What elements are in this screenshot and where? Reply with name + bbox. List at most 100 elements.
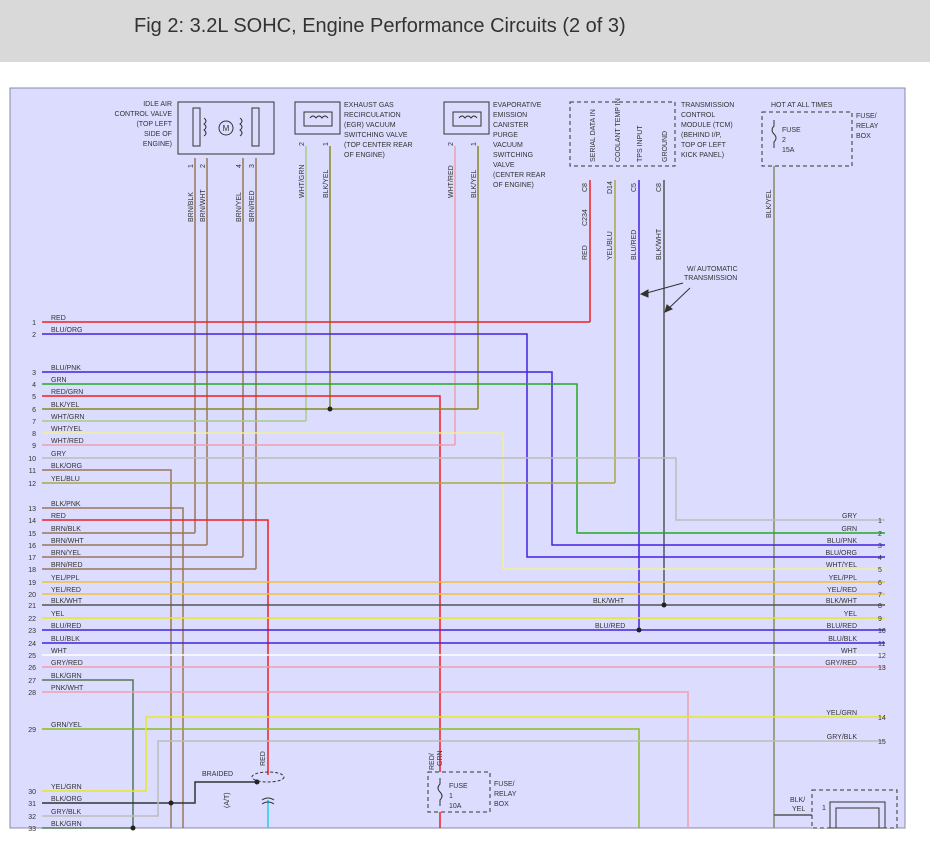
tcm-pin-coolant: COOLANT TEMP IN bbox=[615, 98, 622, 162]
motor-icon bbox=[218, 120, 234, 136]
left-wire-label-11: BLK/ORG bbox=[51, 463, 82, 470]
egr-vacuum-switching-valve: EXHAUST GAS RECIRCULATION (EGR) VACUUM S… bbox=[294, 101, 413, 159]
left-pin-10: 10 bbox=[28, 456, 36, 463]
tcm-pin-serial: SERIAL DATA IN bbox=[590, 109, 597, 162]
evap-label-3: CANISTER bbox=[493, 122, 528, 129]
left-pin-32: 32 bbox=[28, 814, 36, 821]
left-wire-label-21: BLK/WHT bbox=[51, 598, 83, 605]
wire-layer bbox=[42, 146, 885, 829]
right-pin-6: 6 bbox=[878, 580, 882, 587]
transmission-control-module: TRANSMISSION CONTROL MODULE (TCM) (BEHIN… bbox=[569, 98, 734, 226]
egr-label-6: OF ENGINE) bbox=[344, 152, 385, 159]
left-wire-label-30: YEL/GRN bbox=[51, 784, 82, 791]
iac-label-1: IDLE AIR bbox=[143, 101, 172, 108]
left-pin-24: 24 bbox=[28, 641, 36, 648]
left-wire-label-12: YEL/BLU bbox=[51, 476, 80, 483]
left-wire-label-8: WHT/YEL bbox=[51, 426, 82, 433]
left-pin-33: 33 bbox=[28, 826, 36, 833]
evap-pin-1: 1 bbox=[471, 142, 478, 146]
left-wire-label-16: BRN/WHT bbox=[51, 538, 84, 545]
left-pin-7: 7 bbox=[32, 419, 36, 426]
left-pin-2: 2 bbox=[32, 332, 36, 339]
fuse-top-box-1: FUSE/ bbox=[856, 113, 877, 120]
iac-wire-label-4: BRN/RED bbox=[249, 190, 256, 222]
splice-dot-blk-wht bbox=[661, 602, 667, 608]
iac-label-2: CONTROL VALVE bbox=[115, 111, 173, 118]
left-pin-29: 29 bbox=[28, 727, 36, 734]
left-pin-13: 13 bbox=[28, 506, 36, 513]
egr-label-3: (EGR) VACUUM bbox=[344, 122, 396, 129]
left-pin-25: 25 bbox=[28, 653, 36, 660]
right-wire-label-11: BLU/BLK bbox=[828, 636, 857, 643]
left-connector-labels: 1RED2BLU/ORG3BLU/PNK4GRN5RED/GRN6BLK/YEL… bbox=[28, 315, 84, 833]
left-wire-label-27: BLK/GRN bbox=[51, 673, 82, 680]
left-pin-8: 8 bbox=[32, 431, 36, 438]
right-pin-10: 10 bbox=[878, 628, 886, 635]
left-pin-22: 22 bbox=[28, 616, 36, 623]
left-wire-label-9: WHT/RED bbox=[51, 438, 84, 445]
left-pin-4: 4 bbox=[32, 382, 36, 389]
evap-label-7: VALVE bbox=[493, 162, 515, 169]
egr-pin-1: 1 bbox=[323, 142, 330, 146]
mid-label-blk-wht: BLK/WHT bbox=[593, 598, 625, 605]
egr-label-4: SWITCHING VALVE bbox=[344, 132, 408, 139]
fuse-relay-box-bottom: FUSE 1 10A FUSE/ RELAY BOX bbox=[427, 771, 517, 813]
wire-left-30 bbox=[42, 716, 885, 792]
left-pin-30: 30 bbox=[28, 789, 36, 796]
left-wire-label-14: RED bbox=[51, 513, 66, 520]
evap-label-1: EVAPORATIVE bbox=[493, 102, 542, 109]
right-wire-label-14: YEL/GRN bbox=[826, 710, 857, 717]
iac-pin-1: 1 bbox=[188, 164, 195, 168]
braided-label: BRAIDED bbox=[202, 771, 233, 778]
fuse-wire-label: BLK/YEL bbox=[766, 189, 773, 218]
wire-left-11 bbox=[42, 469, 172, 828]
iac-wire-label-3: BRN/YEL bbox=[236, 192, 243, 222]
left-wire-label-18: BRN/RED bbox=[51, 562, 83, 569]
fuse-top-box-2: RELAY bbox=[856, 123, 879, 130]
iac-pin-4: 4 bbox=[236, 164, 243, 168]
fuse-bottom-box-2: RELAY bbox=[494, 791, 517, 798]
wire-left-32 bbox=[42, 740, 885, 817]
left-pin-12: 12 bbox=[28, 481, 36, 488]
splice-dot-blk-yel bbox=[327, 406, 333, 412]
tcm-wire-label-4: BLK/WHT bbox=[656, 228, 663, 260]
right-wire-label-2: GRN bbox=[841, 526, 857, 533]
left-pin-1: 1 bbox=[32, 320, 36, 327]
right-pin-4: 4 bbox=[878, 555, 882, 562]
tcm-wire-label-3: BLU/RED bbox=[631, 230, 638, 260]
left-pin-11: 11 bbox=[29, 468, 36, 475]
iac-label-4: SIDE OF bbox=[144, 131, 172, 138]
idle-air-control-valve: M IDLE AIR CONTROL VALVE (TOP LEFT SIDE … bbox=[115, 101, 275, 168]
left-pin-21: 21 bbox=[28, 603, 36, 610]
left-wire-label-17: BRN/YEL bbox=[51, 550, 81, 557]
left-wire-label-6: BLK/YEL bbox=[51, 402, 80, 409]
left-pin-15: 15 bbox=[28, 531, 36, 538]
left-pin-28: 28 bbox=[28, 690, 36, 697]
left-pin-23: 23 bbox=[28, 628, 36, 635]
left-wire-label-15: BRN/BLK bbox=[51, 526, 81, 533]
wire-left-28 bbox=[42, 691, 689, 828]
left-wire-label-33: BLK/GRN bbox=[51, 821, 82, 828]
evap-label-6: SWITCHING bbox=[493, 152, 533, 159]
tcm-label-5: TOP OF LEFT bbox=[681, 142, 727, 149]
wire-left-2 bbox=[42, 333, 885, 558]
egr-wire-label-1: WHT/GRN bbox=[299, 165, 306, 198]
left-pin-31: 31 bbox=[28, 801, 36, 808]
left-pin-6: 6 bbox=[32, 407, 36, 414]
right-pin-7: 7 bbox=[878, 592, 882, 599]
fuse-top-label-2: 2 bbox=[782, 137, 786, 144]
red-grn-label-1: RED/ bbox=[429, 753, 436, 770]
left-pin-14: 14 bbox=[28, 518, 36, 525]
right-pin-5: 5 bbox=[878, 567, 882, 574]
left-wire-label-10: GRY bbox=[51, 451, 66, 458]
right-connector-labels: GRY1GRN2BLU/PNK3BLU/ORG4WHT/YEL5YEL/PPL6… bbox=[825, 513, 886, 746]
fuse-bottom-label-1: FUSE bbox=[449, 783, 468, 790]
right-pin-11: 11 bbox=[878, 641, 885, 648]
fuse-symbol-icon bbox=[771, 120, 777, 148]
left-wire-label-5: RED/GRN bbox=[51, 389, 83, 396]
left-wire-label-13: BLK/PNK bbox=[51, 501, 81, 508]
left-wire-label-20: YEL/RED bbox=[51, 587, 81, 594]
tcm-connector-2: D14 bbox=[607, 181, 614, 194]
egr-wire-label-2: BLK/YEL bbox=[323, 169, 330, 198]
left-pin-5: 5 bbox=[32, 394, 36, 401]
